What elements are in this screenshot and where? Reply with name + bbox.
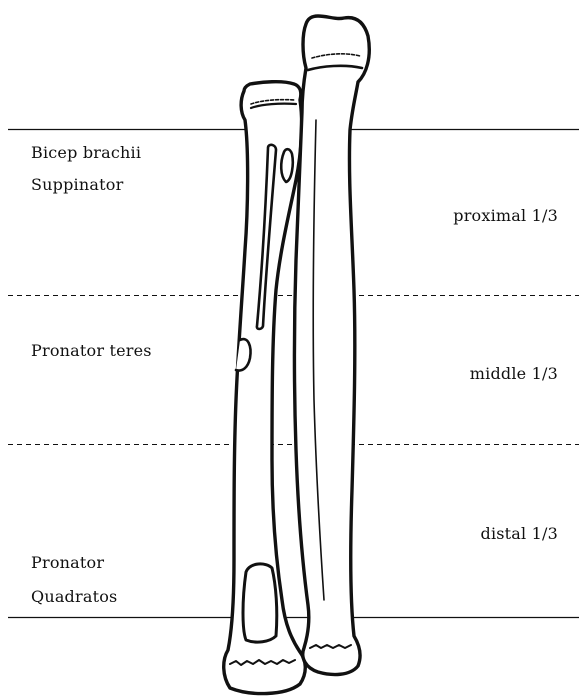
muscle-label-quadratos: Quadratos (31, 587, 117, 606)
forearm-bones-illustration (224, 16, 370, 694)
ulna-bone (295, 16, 370, 674)
muscle-label-pronator-teres: Pronator teres (31, 341, 152, 360)
muscle-label-suppinator: Suppinator (31, 175, 123, 194)
zone-label-proximal: proximal 1/3 (453, 206, 558, 225)
zone-label-middle: middle 1/3 (470, 364, 558, 383)
muscle-label-pronator: Pronator (31, 553, 104, 572)
zone-label-distal: distal 1/3 (481, 524, 559, 543)
muscle-label-bicep-brachii: Bicep brachii (31, 143, 141, 162)
